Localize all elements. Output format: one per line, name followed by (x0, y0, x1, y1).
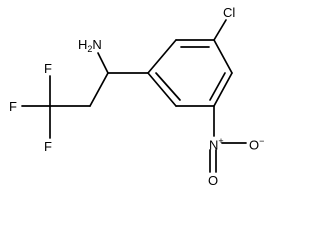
chlorine-label: Cl (223, 5, 236, 20)
plus-charge: + (218, 136, 224, 146)
ring-bond-1 (147, 39, 177, 74)
nitro-oxygen-right-label: O− (249, 136, 265, 153)
structure-diagram (21, 19, 247, 173)
ring-bond-6-inner (155, 72, 181, 101)
amine-h: H (78, 37, 88, 52)
nitro-nitrogen-label: N+ (209, 136, 224, 153)
amine-subscript: 2 (87, 44, 93, 54)
fluorine-label-top: F (44, 61, 52, 76)
ring-bond-4-inner (209, 72, 226, 101)
chlorine-bond (213, 19, 227, 41)
fluorine-label-bottom: F (44, 139, 52, 154)
fluorine-label-left: F (9, 99, 17, 114)
amine-n: N (92, 37, 102, 52)
ring-bond-4 (213, 72, 233, 107)
ring-bond-6 (147, 72, 177, 107)
nitro-oxygen-top-label: O (208, 173, 219, 188)
nitro-o-right: O (249, 137, 260, 153)
nitro-n: N (209, 137, 219, 153)
minus-charge: − (259, 136, 265, 146)
ring-bond-3 (213, 39, 233, 74)
amine-label: H2N (78, 38, 102, 54)
amine-bond (97, 52, 109, 74)
chain-bond-2 (89, 72, 109, 107)
structure-canvas: H2N Cl F F F N+ O− O (9, 5, 265, 188)
